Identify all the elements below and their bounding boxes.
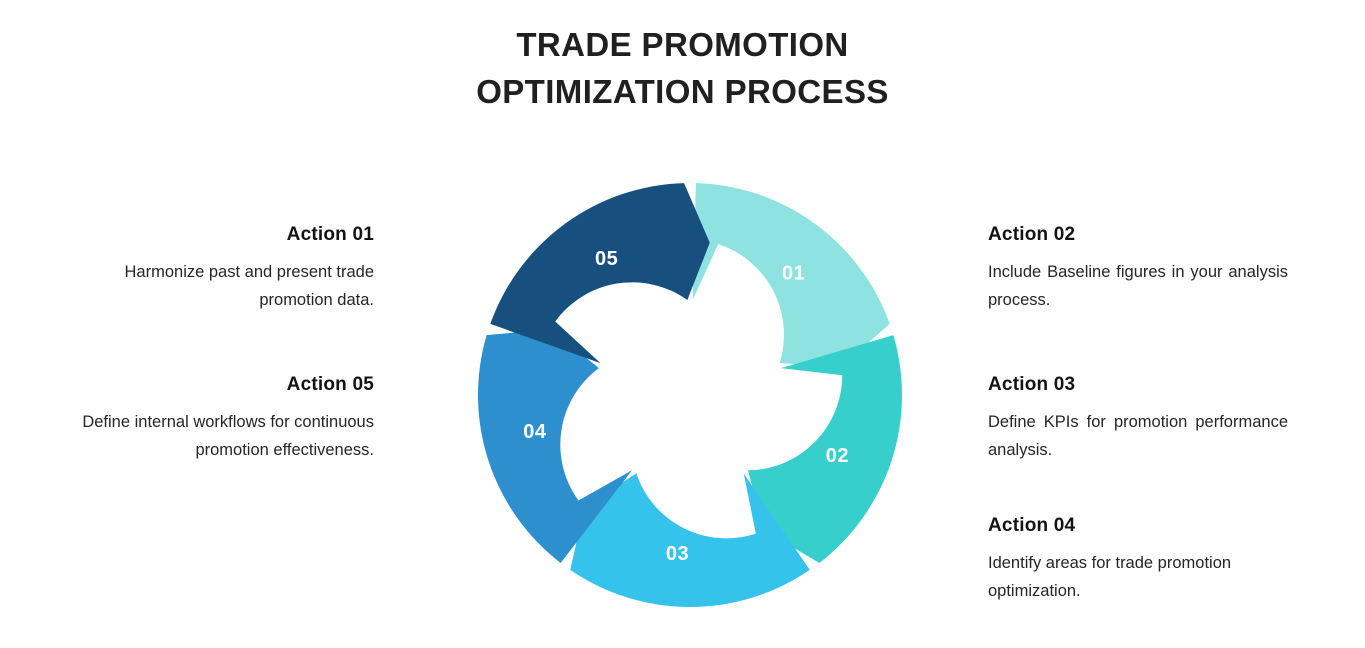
page-title: TRADE PROMOTION OPTIMIZATION PROCESS bbox=[476, 26, 889, 110]
action-title-03: Action 03 bbox=[988, 374, 1076, 395]
donut-segment-label-05: 05 bbox=[595, 248, 618, 270]
action-title-02: Action 02 bbox=[988, 224, 1076, 245]
action-description-02: Include Baseline figures in your analysi… bbox=[988, 262, 1288, 310]
action-title-01: Action 01 bbox=[286, 224, 374, 245]
action-block-02: Action 02 Include Baseline figures in yo… bbox=[988, 224, 1288, 315]
donut-segment-label-01: 01 bbox=[782, 263, 805, 285]
action-description-05: Define internal workflows for continuous… bbox=[82, 412, 374, 460]
action-title-05: Action 05 bbox=[286, 374, 374, 395]
donut-segment-group bbox=[478, 183, 902, 607]
donut-segment-05[interactable] bbox=[490, 183, 710, 364]
donut-segment-01[interactable] bbox=[692, 183, 890, 367]
donut-label-group: 01 02 03 04 05 bbox=[523, 248, 849, 565]
action-block-01: Action 01 Harmonize past and present tra… bbox=[74, 224, 374, 315]
action-block-04: Action 04 Identify areas for trade promo… bbox=[988, 515, 1288, 606]
action-block-05: Action 05 Define internal workflows for … bbox=[74, 374, 374, 465]
donut-center-hole bbox=[596, 301, 784, 489]
donut-segment-04[interactable] bbox=[478, 329, 633, 563]
action-description-03: Define KPIs for promotion performance an… bbox=[988, 412, 1288, 460]
donut-segment-label-03: 03 bbox=[666, 543, 689, 565]
action-block-03: Action 03 Define KPIs for promotion perf… bbox=[988, 374, 1288, 465]
action-description-04: Identify areas for trade promotion optim… bbox=[988, 553, 1232, 601]
donut-segment-label-02: 02 bbox=[826, 445, 849, 467]
donut-segment-03[interactable] bbox=[570, 473, 810, 607]
process-cycle-donut-chart: 01 02 03 04 05 bbox=[478, 183, 902, 607]
action-description-01: Harmonize past and present trade promoti… bbox=[124, 262, 374, 310]
donut-segment-02[interactable] bbox=[747, 335, 902, 563]
action-title-04: Action 04 bbox=[988, 515, 1076, 536]
donut-segment-label-04: 04 bbox=[523, 421, 547, 443]
